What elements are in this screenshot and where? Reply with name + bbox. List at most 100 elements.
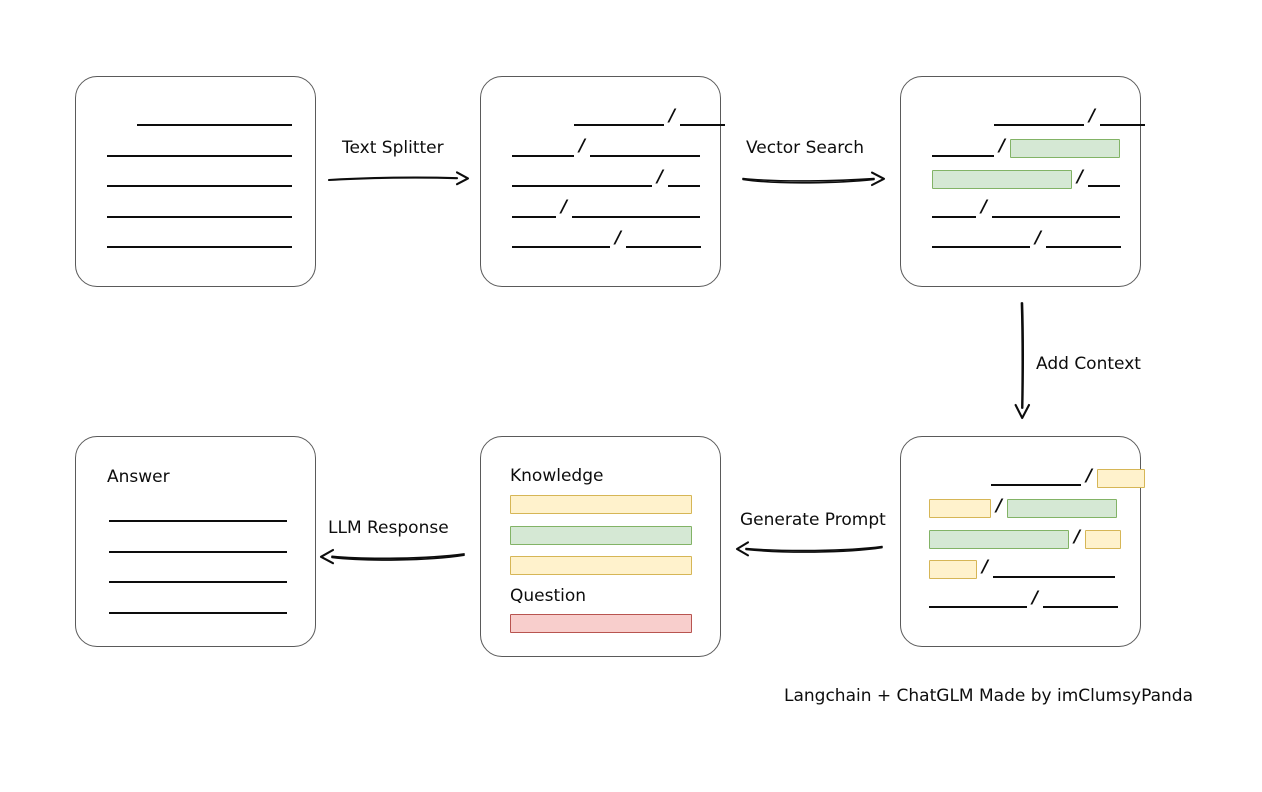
chunk-separator-slash: /	[657, 166, 664, 187]
document-row: /	[512, 136, 701, 158]
chunk-separator-slash: /	[615, 227, 622, 248]
text-line-segment	[107, 215, 292, 218]
text-line-segment	[109, 520, 287, 522]
prompt-bar-yellow	[510, 495, 692, 514]
question-bars	[481, 437, 720, 656]
chunk-separator-slash: /	[1089, 105, 1096, 126]
document-row	[109, 566, 287, 584]
document-row	[109, 505, 287, 523]
document-row	[107, 170, 292, 188]
chunk-separator-slash: /	[579, 136, 586, 156]
document-row	[107, 201, 292, 219]
chunk-separator-slash: /	[981, 197, 988, 217]
document-row: /	[574, 105, 726, 127]
card-split-chunks: / / / / /	[480, 76, 726, 287]
vector-matches-rows: / / / / /	[901, 77, 1146, 286]
document-row: /	[512, 166, 701, 188]
footer-credit: Langchain + ChatGLM Made by imClumsyPand…	[784, 686, 1193, 706]
document-row	[107, 231, 292, 249]
highlight-chunk-green	[929, 529, 1069, 549]
text-line-segment	[932, 246, 1030, 248]
text-line-segment	[932, 154, 994, 157]
text-line-segment	[512, 154, 574, 157]
card-source-document	[75, 76, 316, 287]
arrow-generate-prompt-line	[735, 541, 883, 557]
text-line-segment	[991, 484, 1081, 486]
chunk-separator-slash: /	[1074, 526, 1081, 547]
text-line-segment	[680, 124, 726, 126]
arrow-text-splitter: Text Splitter	[326, 140, 474, 190]
document-row: /	[512, 197, 701, 219]
answer-label: Answer	[107, 467, 170, 487]
document-row: /	[929, 496, 1118, 518]
document-row: /	[512, 227, 702, 249]
card-context-chunks: / / / / /	[900, 436, 1146, 647]
chunk-separator-slash: /	[999, 136, 1006, 156]
prompt-bar-red	[510, 614, 692, 633]
knowledge-bars	[481, 437, 720, 656]
text-line-segment	[572, 215, 701, 218]
split-chunks-rows: / / / / /	[481, 77, 726, 286]
arrow-llm-response-line	[319, 548, 465, 565]
prompt-bar-yellow	[510, 556, 692, 575]
document-row: /	[929, 589, 1119, 609]
document-row: /	[929, 526, 1122, 549]
document-row	[107, 140, 292, 158]
chunk-separator-slash: /	[996, 496, 1003, 516]
prompt-bar-green	[510, 525, 692, 545]
card-answer: Answer	[75, 436, 316, 647]
text-line-segment	[512, 215, 556, 218]
document-row: /	[932, 227, 1122, 249]
arrow-text-splitter-line	[327, 171, 470, 186]
text-line-segment	[107, 246, 292, 248]
text-line-segment	[668, 185, 701, 187]
context-chunks-rows: / / / / /	[901, 437, 1146, 646]
text-line-segment	[1046, 246, 1122, 248]
chunk-separator-slash: /	[1086, 465, 1093, 486]
arrow-vector-search: Vector Search	[740, 140, 888, 190]
chunk-separator-slash: /	[1035, 227, 1042, 248]
text-line-segment	[992, 215, 1121, 218]
text-line-segment	[626, 246, 702, 248]
arrow-add-context-line	[1014, 302, 1031, 420]
text-line-segment	[590, 154, 701, 157]
highlight-chunk-yellow	[929, 560, 977, 579]
chunk-separator-slash: /	[982, 557, 989, 577]
document-row: /	[991, 465, 1146, 488]
document-row: /	[932, 197, 1121, 219]
text-line-segment	[109, 581, 287, 583]
text-line-segment	[107, 185, 292, 187]
arrow-generate-prompt-label: Generate Prompt	[740, 510, 886, 530]
document-row: /	[929, 557, 1116, 579]
text-line-segment	[512, 185, 652, 187]
document-row: /	[932, 166, 1121, 189]
arrow-llm-response: LLM Response	[319, 518, 470, 570]
highlight-chunk-green	[932, 169, 1072, 189]
text-line-segment	[137, 124, 292, 126]
chunk-separator-slash: /	[561, 197, 568, 217]
arrow-llm-response-label: LLM Response	[328, 518, 449, 538]
document-row: /	[932, 136, 1121, 158]
text-line-segment	[1100, 124, 1146, 126]
document-row	[137, 109, 292, 127]
chunk-separator-slash: /	[1077, 166, 1084, 187]
question-label: Question	[510, 586, 587, 606]
source-document-rows	[76, 77, 315, 286]
arrow-add-context-label: Add Context	[1036, 354, 1141, 374]
card-prompt: Knowledge Question	[480, 436, 721, 657]
text-line-segment	[109, 611, 287, 614]
highlight-chunk-yellow	[929, 499, 991, 518]
arrow-vector-search-label: Vector Search	[746, 138, 864, 158]
highlight-chunk-yellow	[1097, 468, 1146, 488]
text-line-segment	[994, 124, 1084, 126]
highlight-chunk-yellow	[1085, 529, 1122, 549]
text-line-segment	[574, 124, 664, 126]
arrow-vector-search-line	[742, 171, 886, 187]
text-line-segment	[993, 575, 1116, 578]
text-line-segment	[929, 606, 1027, 608]
text-line-segment	[107, 154, 292, 157]
text-line-segment	[932, 215, 976, 218]
chunk-separator-slash: /	[669, 105, 676, 126]
document-row	[109, 536, 287, 554]
text-line-segment	[512, 246, 610, 248]
